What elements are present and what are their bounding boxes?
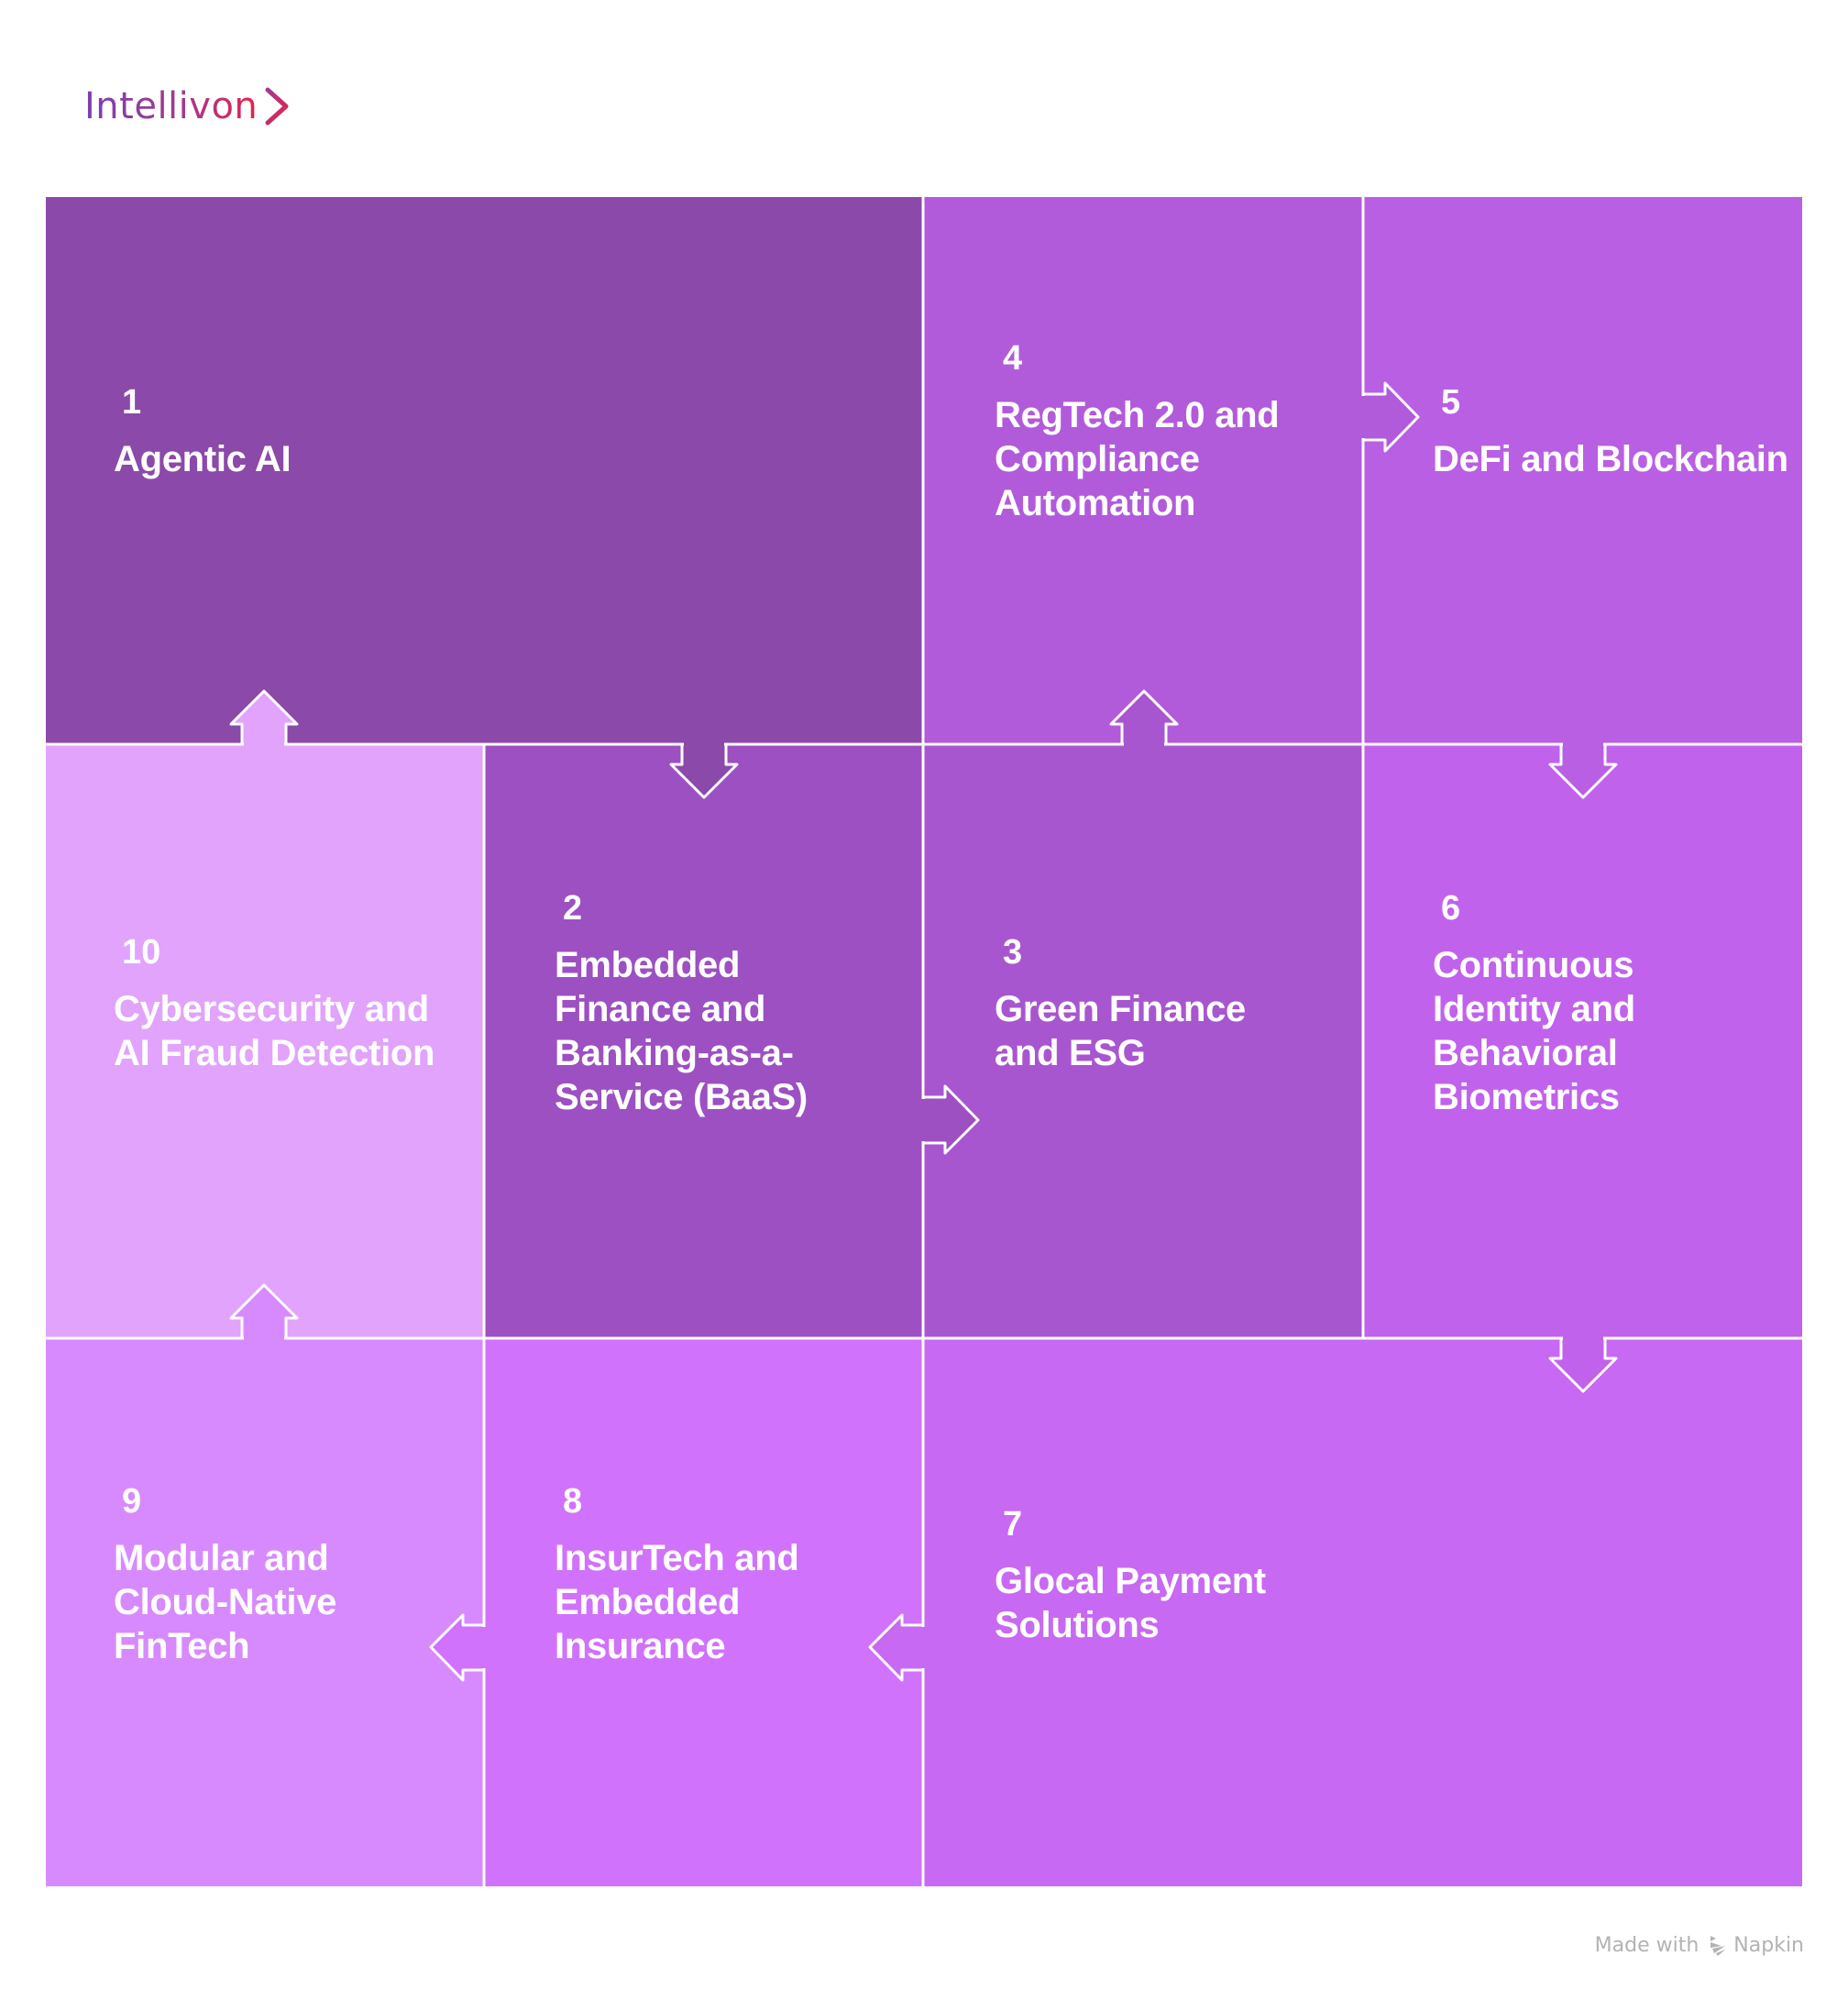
step-6: 6 Continuous Identity and Behavioral Bio… bbox=[1433, 890, 1635, 1119]
step-2: 2 Embedded Finance and Banking-as-a- Ser… bbox=[555, 890, 808, 1119]
cell-8-bg bbox=[484, 1338, 923, 1886]
arrow-right-icon bbox=[921, 1084, 980, 1155]
step-number: 8 bbox=[563, 1482, 583, 1521]
cell-9-bg bbox=[46, 1338, 484, 1886]
step-number: 10 bbox=[122, 933, 161, 972]
step-title: Green Finance and ESG bbox=[995, 989, 1246, 1073]
cell-2-bg bbox=[484, 744, 923, 1338]
step-title: Continuous Identity and Behavioral Biome… bbox=[1433, 945, 1635, 1117]
chevron-right-icon bbox=[265, 87, 289, 126]
step-5: 5 DeFi and Blockchain bbox=[1433, 384, 1788, 481]
step-number: 6 bbox=[1441, 889, 1461, 928]
step-1: 1 Agentic AI bbox=[114, 383, 292, 481]
cell-6-bg bbox=[1363, 744, 1802, 1338]
brand-logo: Intellivon bbox=[84, 84, 291, 128]
cell-10-bg bbox=[46, 744, 484, 1338]
arrow-up-icon bbox=[229, 1283, 299, 1340]
step-7: 7 Glocal Payment Solutions bbox=[995, 1506, 1266, 1647]
step-title: RegTech 2.0 and Compliance Automation bbox=[995, 395, 1280, 523]
arrow-right-icon bbox=[1361, 381, 1420, 453]
grid-dividers bbox=[46, 197, 1802, 1886]
step-4: 4 RegTech 2.0 and Compliance Automation bbox=[995, 339, 1280, 525]
step-10: 10 Cybersecurity and AI Fraud Detection bbox=[114, 934, 434, 1075]
step-title: Cybersecurity and AI Fraud Detection bbox=[114, 989, 435, 1073]
step-3: 3 Green Finance and ESG bbox=[995, 934, 1246, 1075]
cell-5-bg bbox=[1363, 197, 1802, 744]
step-8: 8 InsurTech and Embedded Insurance bbox=[555, 1483, 799, 1668]
step-title: Glocal Payment Solutions bbox=[995, 1561, 1266, 1645]
step-title: Modular and Cloud-Native FinTech bbox=[114, 1538, 337, 1666]
step-number: 1 bbox=[122, 383, 142, 422]
step-number: 3 bbox=[1003, 933, 1023, 972]
step-title: Agentic AI bbox=[114, 439, 292, 479]
arrow-down-icon bbox=[1548, 1336, 1618, 1393]
arrow-left-icon bbox=[429, 1613, 486, 1682]
made-with-label: Made with bbox=[1594, 1934, 1700, 1957]
arrow-up-icon bbox=[229, 689, 299, 746]
step-9: 9 Modular and Cloud-Native FinTech bbox=[114, 1483, 336, 1668]
step-title: DeFi and Blockchain bbox=[1433, 439, 1788, 479]
step-number: 4 bbox=[1003, 339, 1023, 378]
step-number: 5 bbox=[1441, 383, 1461, 422]
cell-1-bg bbox=[46, 197, 923, 744]
made-with-napkin[interactable]: Made with Napkin bbox=[1595, 1934, 1804, 1957]
arrow-down-icon bbox=[669, 742, 739, 799]
napkin-logo-icon bbox=[1710, 1935, 1726, 1956]
arrow-down-icon bbox=[1548, 742, 1618, 799]
arrow-up-icon bbox=[1109, 689, 1179, 746]
cell-3-bg bbox=[923, 744, 1363, 1338]
step-number: 7 bbox=[1003, 1505, 1023, 1544]
napkin-brand: Napkin bbox=[1733, 1934, 1804, 1957]
step-number: 2 bbox=[563, 889, 583, 928]
step-number: 9 bbox=[122, 1482, 142, 1521]
cell-7-bg bbox=[923, 1338, 1802, 1886]
step-title: Embedded Finance and Banking-as-a- Servi… bbox=[555, 945, 808, 1117]
step-title: InsurTech and Embedded Insurance bbox=[555, 1538, 799, 1666]
cell-4-bg bbox=[923, 197, 1363, 744]
arrow-left-icon bbox=[868, 1613, 925, 1682]
brand-name: Intellivon bbox=[84, 85, 258, 127]
